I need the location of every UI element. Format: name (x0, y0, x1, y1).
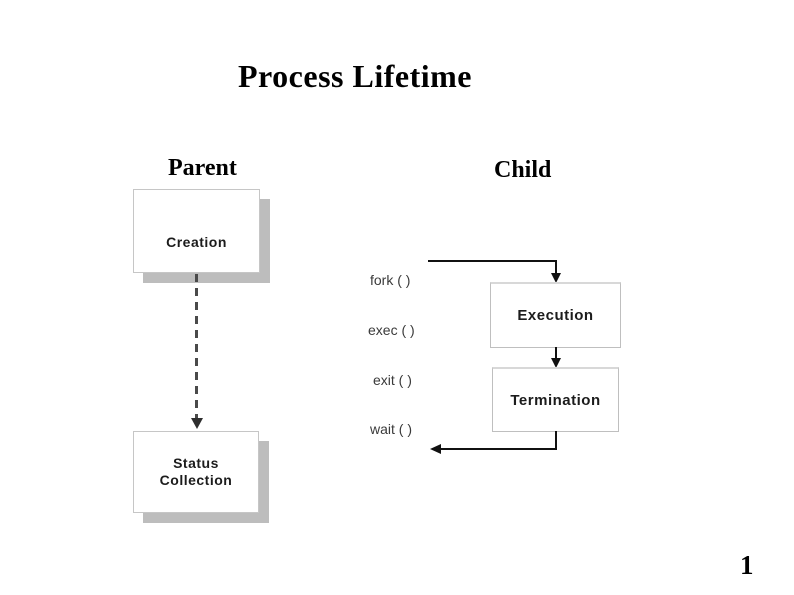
execution-box-label: Execution (517, 307, 594, 324)
slide-title: Process Lifetime (238, 58, 472, 94)
termination-box: Termination (492, 367, 619, 432)
wait-arrow-horizontal-line (440, 448, 557, 450)
fork-arrow-vertical-line (555, 260, 557, 274)
fork-arrowhead-down-icon (551, 273, 561, 283)
dashed-arrowhead-down-icon (191, 418, 203, 429)
wait-label: wait ( ) (370, 421, 412, 437)
status-collection-box-label: Status Collection (159, 455, 233, 488)
exec-label: exec ( ) (368, 322, 415, 338)
fork-label: fork ( ) (370, 272, 411, 288)
exit-label: exit ( ) (373, 372, 412, 388)
wait-arrowhead-left-icon (430, 444, 441, 454)
parent-column-label: Parent (168, 155, 237, 181)
execution-arrowhead-down-icon (551, 358, 561, 368)
creation-to-status-dashed-line (195, 274, 198, 419)
page-number: 1 (740, 550, 754, 580)
execution-to-termination-line (555, 347, 557, 359)
child-column-label: Child (494, 157, 552, 183)
creation-box-label: Creation (166, 234, 227, 250)
termination-box-label: Termination (510, 391, 601, 409)
creation-box: Creation (133, 189, 260, 273)
status-collection-box: Status Collection (133, 431, 259, 513)
fork-arrow-horizontal-line (428, 260, 557, 262)
execution-box: Execution (490, 282, 621, 348)
wait-arrow-vertical-line (555, 431, 557, 450)
